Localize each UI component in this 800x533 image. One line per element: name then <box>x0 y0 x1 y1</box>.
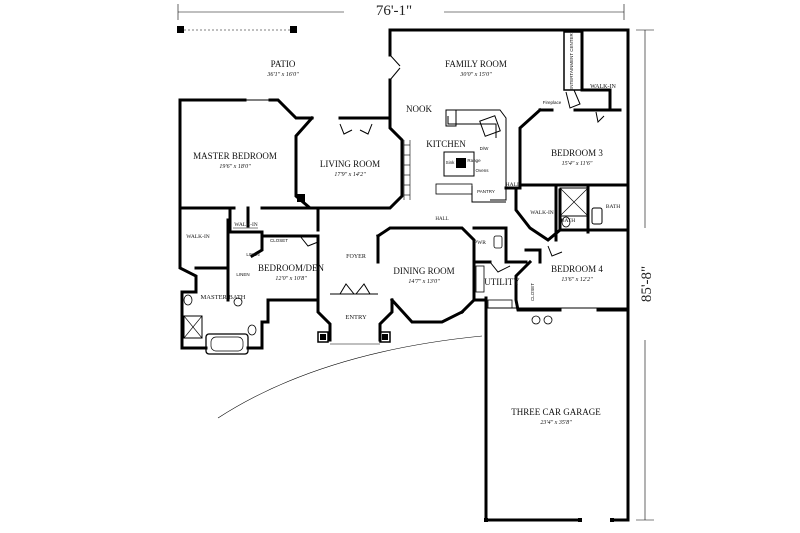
pwr-label: PWR <box>474 240 486 246</box>
walk-in-east-label: WALK-IN <box>530 210 554 216</box>
width-dimension: 76'-1" <box>376 3 412 19</box>
driveway-curve <box>217 335 483 419</box>
kitchen-range-label: Range <box>467 158 481 163</box>
garage-walls <box>484 307 628 522</box>
bedroom4-walls <box>514 245 630 325</box>
linen2-label: LINEN <box>236 272 249 277</box>
garage-size: 23'4" x 35'8" <box>540 419 572 426</box>
bedroom-den-label: BEDROOM/DEN <box>258 263 325 273</box>
kitchen-sink-label: Sink <box>446 160 456 165</box>
entertainment-center-label: ENTERTAINMENT CENTER <box>569 33 574 91</box>
living-room-size: 17'9" x 14'2" <box>334 171 366 178</box>
depth-dimension: 85'-8" <box>639 266 655 302</box>
closet-b4-label: CLOSET <box>530 283 535 301</box>
depth-dimension-line <box>636 29 654 521</box>
master-bath-label: MASTER BATH <box>201 294 246 301</box>
garage-label: THREE CAR GARAGE <box>511 407 601 417</box>
walk-in-west-label: WALK-IN <box>186 234 210 240</box>
bath-east1-label: BATH <box>561 218 575 224</box>
family-room-label: FAMILY ROOM <box>445 59 507 69</box>
width-dimension-line <box>177 4 625 20</box>
master-bedroom-size: 19'6" x 18'0" <box>219 164 251 170</box>
pwr-utility-walls <box>472 226 528 309</box>
closet-den-label: CLOSET <box>270 238 288 243</box>
pantry-label: PANTRY <box>477 189 495 194</box>
utility-label: UTILITY <box>484 277 520 287</box>
nook-label: NOOK <box>406 104 432 114</box>
bedroom4-size: 13'6" x 12'2" <box>561 277 593 283</box>
master-bath-fixtures <box>183 294 257 355</box>
patio-posts <box>177 26 297 33</box>
kitchen-ovens-label: Ovens <box>475 168 489 173</box>
kitchen-counters <box>435 109 507 203</box>
linen1-label: LINEN <box>246 252 259 257</box>
foyer-entry-walls <box>316 283 394 345</box>
bedroom4-label: BEDROOM 4 <box>551 264 603 274</box>
family-room-size: 30'0" x 15'0" <box>459 72 492 78</box>
walk-in-master-label: WALK-IN <box>234 222 258 228</box>
living-room-walls <box>294 115 411 210</box>
fireplace-label: Fireplace <box>543 100 562 105</box>
dining-room-size: 14'7" x 13'0" <box>408 278 440 285</box>
kitchen-label: KITCHEN <box>426 139 466 149</box>
east-baths-walls <box>504 186 630 242</box>
bedroom-den-size: 12'0" x 10'8" <box>275 276 307 282</box>
walk-in-ne-label: WALK-IN <box>590 84 616 90</box>
hall-mid-label: HALL <box>435 217 448 222</box>
patio-door <box>245 54 401 101</box>
dining-room-walls <box>375 226 476 324</box>
hall-east-label: HALL <box>506 182 521 188</box>
foyer-label: FOYER <box>346 254 366 260</box>
bedroom3-walls <box>518 107 630 187</box>
master-bedroom-walls <box>194 206 320 302</box>
kitchen-dw-label: D/W <box>480 146 490 151</box>
patio-label: PATIO <box>271 59 296 69</box>
bath-east2-label: BATH <box>606 204 620 210</box>
master-bedroom-label: MASTER BEDROOM <box>193 151 277 161</box>
living-room-label: LIVING ROOM <box>320 159 380 169</box>
bedroom3-label: BEDROOM 3 <box>551 148 603 158</box>
entry-label: ENTRY <box>345 314 367 321</box>
dining-room-label: DINING ROOM <box>393 266 454 276</box>
patio-size: 36'1" x 16'0" <box>266 72 299 78</box>
bedroom3-size: 15'4" x 11'6" <box>562 160 593 167</box>
